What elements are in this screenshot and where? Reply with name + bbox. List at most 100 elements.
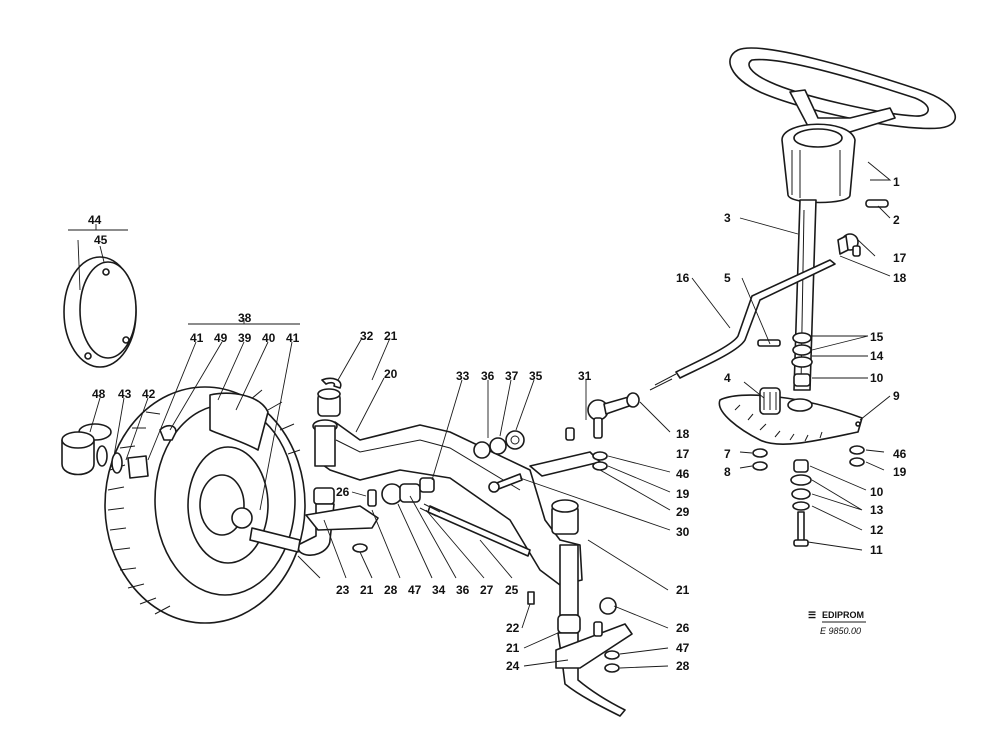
callout-44: 44 <box>88 213 102 227</box>
callout-21: 21 <box>360 583 374 597</box>
callout-47: 47 <box>408 583 422 597</box>
callout-28: 28 <box>384 583 398 597</box>
callout-41: 41 <box>286 331 300 345</box>
callout-22: 22 <box>506 621 520 635</box>
tie-rod-upper <box>649 259 836 391</box>
callout-46: 46 <box>893 447 907 461</box>
hub-bolt <box>231 507 301 553</box>
callout-26: 26 <box>336 485 350 499</box>
front-axle <box>315 421 583 586</box>
callout-42: 42 <box>142 387 156 401</box>
pin <box>593 621 603 637</box>
callout-24: 24 <box>506 659 520 673</box>
callout-27: 27 <box>480 583 494 597</box>
callout-45: 45 <box>94 233 108 247</box>
callout-12: 12 <box>870 523 884 537</box>
callout-43: 43 <box>118 387 132 401</box>
callout-29: 29 <box>676 505 690 519</box>
nut <box>604 663 620 673</box>
callout-40: 40 <box>262 331 276 345</box>
callout-8: 8 <box>724 465 731 479</box>
callout-2: 2 <box>893 213 900 227</box>
nut <box>752 448 768 458</box>
callout-38: 38 <box>238 311 252 325</box>
retaining-clip <box>159 424 177 441</box>
grease-nipple <box>527 591 535 605</box>
ball-joint-upper <box>837 233 861 257</box>
callout-11: 11 <box>870 543 883 557</box>
ball-joint-right <box>599 597 617 615</box>
callout-7: 7 <box>724 447 731 461</box>
callout-14: 14 <box>870 349 884 363</box>
leader-lines <box>68 161 892 669</box>
callout-35: 35 <box>529 369 543 383</box>
callout-23: 23 <box>336 583 350 597</box>
callout-15: 15 <box>870 330 884 344</box>
circlip <box>321 377 342 389</box>
washer <box>604 650 620 660</box>
callout-4: 4 <box>724 371 731 385</box>
drag-link <box>529 451 601 477</box>
callout-10: 10 <box>870 371 884 385</box>
callout-36: 36 <box>456 583 470 597</box>
washer <box>592 451 608 461</box>
callout-33: 33 <box>456 369 470 383</box>
ball-joint-left <box>367 477 435 507</box>
callout-46: 46 <box>676 467 690 481</box>
callout-17: 17 <box>676 447 690 461</box>
hub-cap <box>63 256 137 368</box>
nut <box>849 457 865 467</box>
lower-bolt-stack <box>790 459 812 547</box>
bearing <box>505 430 525 450</box>
callout-25: 25 <box>505 583 519 597</box>
steering-arm-left <box>305 505 379 531</box>
callout-36: 36 <box>481 369 495 383</box>
callout-47: 47 <box>676 641 690 655</box>
callout-5: 5 <box>724 271 731 285</box>
pin <box>757 339 781 347</box>
publisher-logo: ☰ EDIPROM E 9850.00 <box>808 610 866 636</box>
callout-34: 34 <box>432 583 446 597</box>
callout-1: 1 <box>893 175 900 189</box>
callout-49: 49 <box>214 331 228 345</box>
callout-labels: 1 2 3 17 18 16 5 15 14 10 4 9 7 8 46 19 … <box>88 175 907 673</box>
sector-gear <box>718 394 863 445</box>
steering-wheel <box>729 47 957 208</box>
logo-brand: EDIPROM <box>822 610 864 620</box>
nut <box>626 392 640 408</box>
spacer-bushing <box>61 423 112 476</box>
callout-20: 20 <box>384 367 398 381</box>
callout-28: 28 <box>676 659 690 673</box>
callout-19: 19 <box>893 465 907 479</box>
washer <box>473 441 491 459</box>
callout-17: 17 <box>893 251 907 265</box>
logo-mark: ☰ <box>808 610 816 620</box>
upper-washer-stack <box>791 332 813 387</box>
clip <box>565 427 575 441</box>
callout-26: 26 <box>676 621 690 635</box>
washer <box>752 461 768 471</box>
washer <box>111 452 123 474</box>
callout-21: 21 <box>384 329 398 343</box>
tie-rod-lower <box>427 505 531 557</box>
drawing-code: E 9850.00 <box>820 626 861 636</box>
callout-13: 13 <box>870 503 884 517</box>
callout-3: 3 <box>724 211 731 225</box>
callout-18: 18 <box>893 271 907 285</box>
callout-21: 21 <box>676 583 690 597</box>
callout-30: 30 <box>676 525 690 539</box>
steering-arm-right <box>555 623 633 669</box>
callout-21: 21 <box>506 641 520 655</box>
washer <box>849 445 865 455</box>
callout-48: 48 <box>92 387 106 401</box>
front-wheel <box>104 386 306 624</box>
callout-39: 39 <box>238 331 252 345</box>
pinion-gear <box>759 387 781 415</box>
callout-19: 19 <box>676 487 690 501</box>
callout-37: 37 <box>505 369 519 383</box>
nut <box>592 461 608 471</box>
bearing <box>127 455 149 479</box>
callout-18: 18 <box>676 427 690 441</box>
washer <box>96 445 108 467</box>
